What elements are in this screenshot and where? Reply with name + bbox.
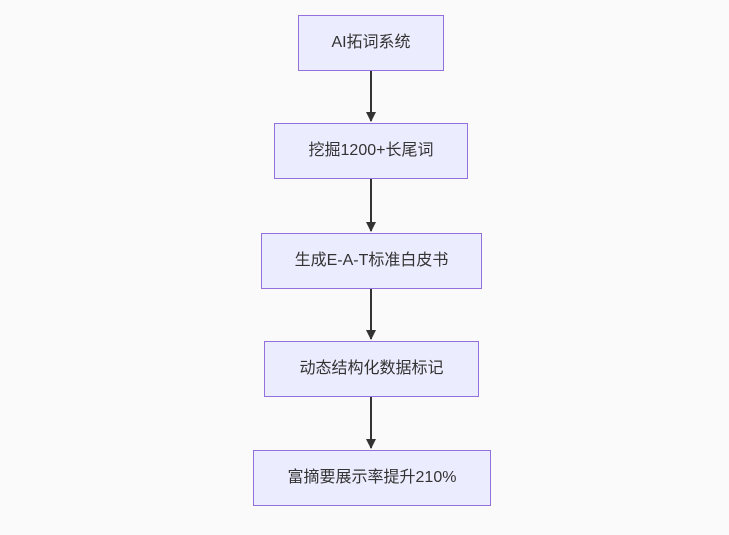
flow-node-ai-expansion-system: AI拓词系统	[298, 15, 444, 71]
flow-node-structured-data-markup: 动态结构化数据标记	[264, 341, 479, 397]
flow-node-ai-expansion-system-label: AI拓词系统	[331, 34, 411, 52]
flow-node-eat-whitepaper-label: 生成E-A-T标准白皮书	[294, 252, 449, 270]
flow-node-longtail-mining-label: 挖掘1200+长尾词	[308, 142, 434, 160]
flow-node-longtail-mining: 挖掘1200+长尾词	[274, 123, 468, 179]
flow-node-rich-snippet-result: 富摘要展示率提升210%	[253, 450, 491, 506]
flow-node-structured-data-markup-label: 动态结构化数据标记	[299, 360, 444, 378]
flow-node-eat-whitepaper: 生成E-A-T标准白皮书	[261, 233, 482, 289]
flow-node-rich-snippet-result-label: 富摘要展示率提升210%	[287, 469, 457, 487]
